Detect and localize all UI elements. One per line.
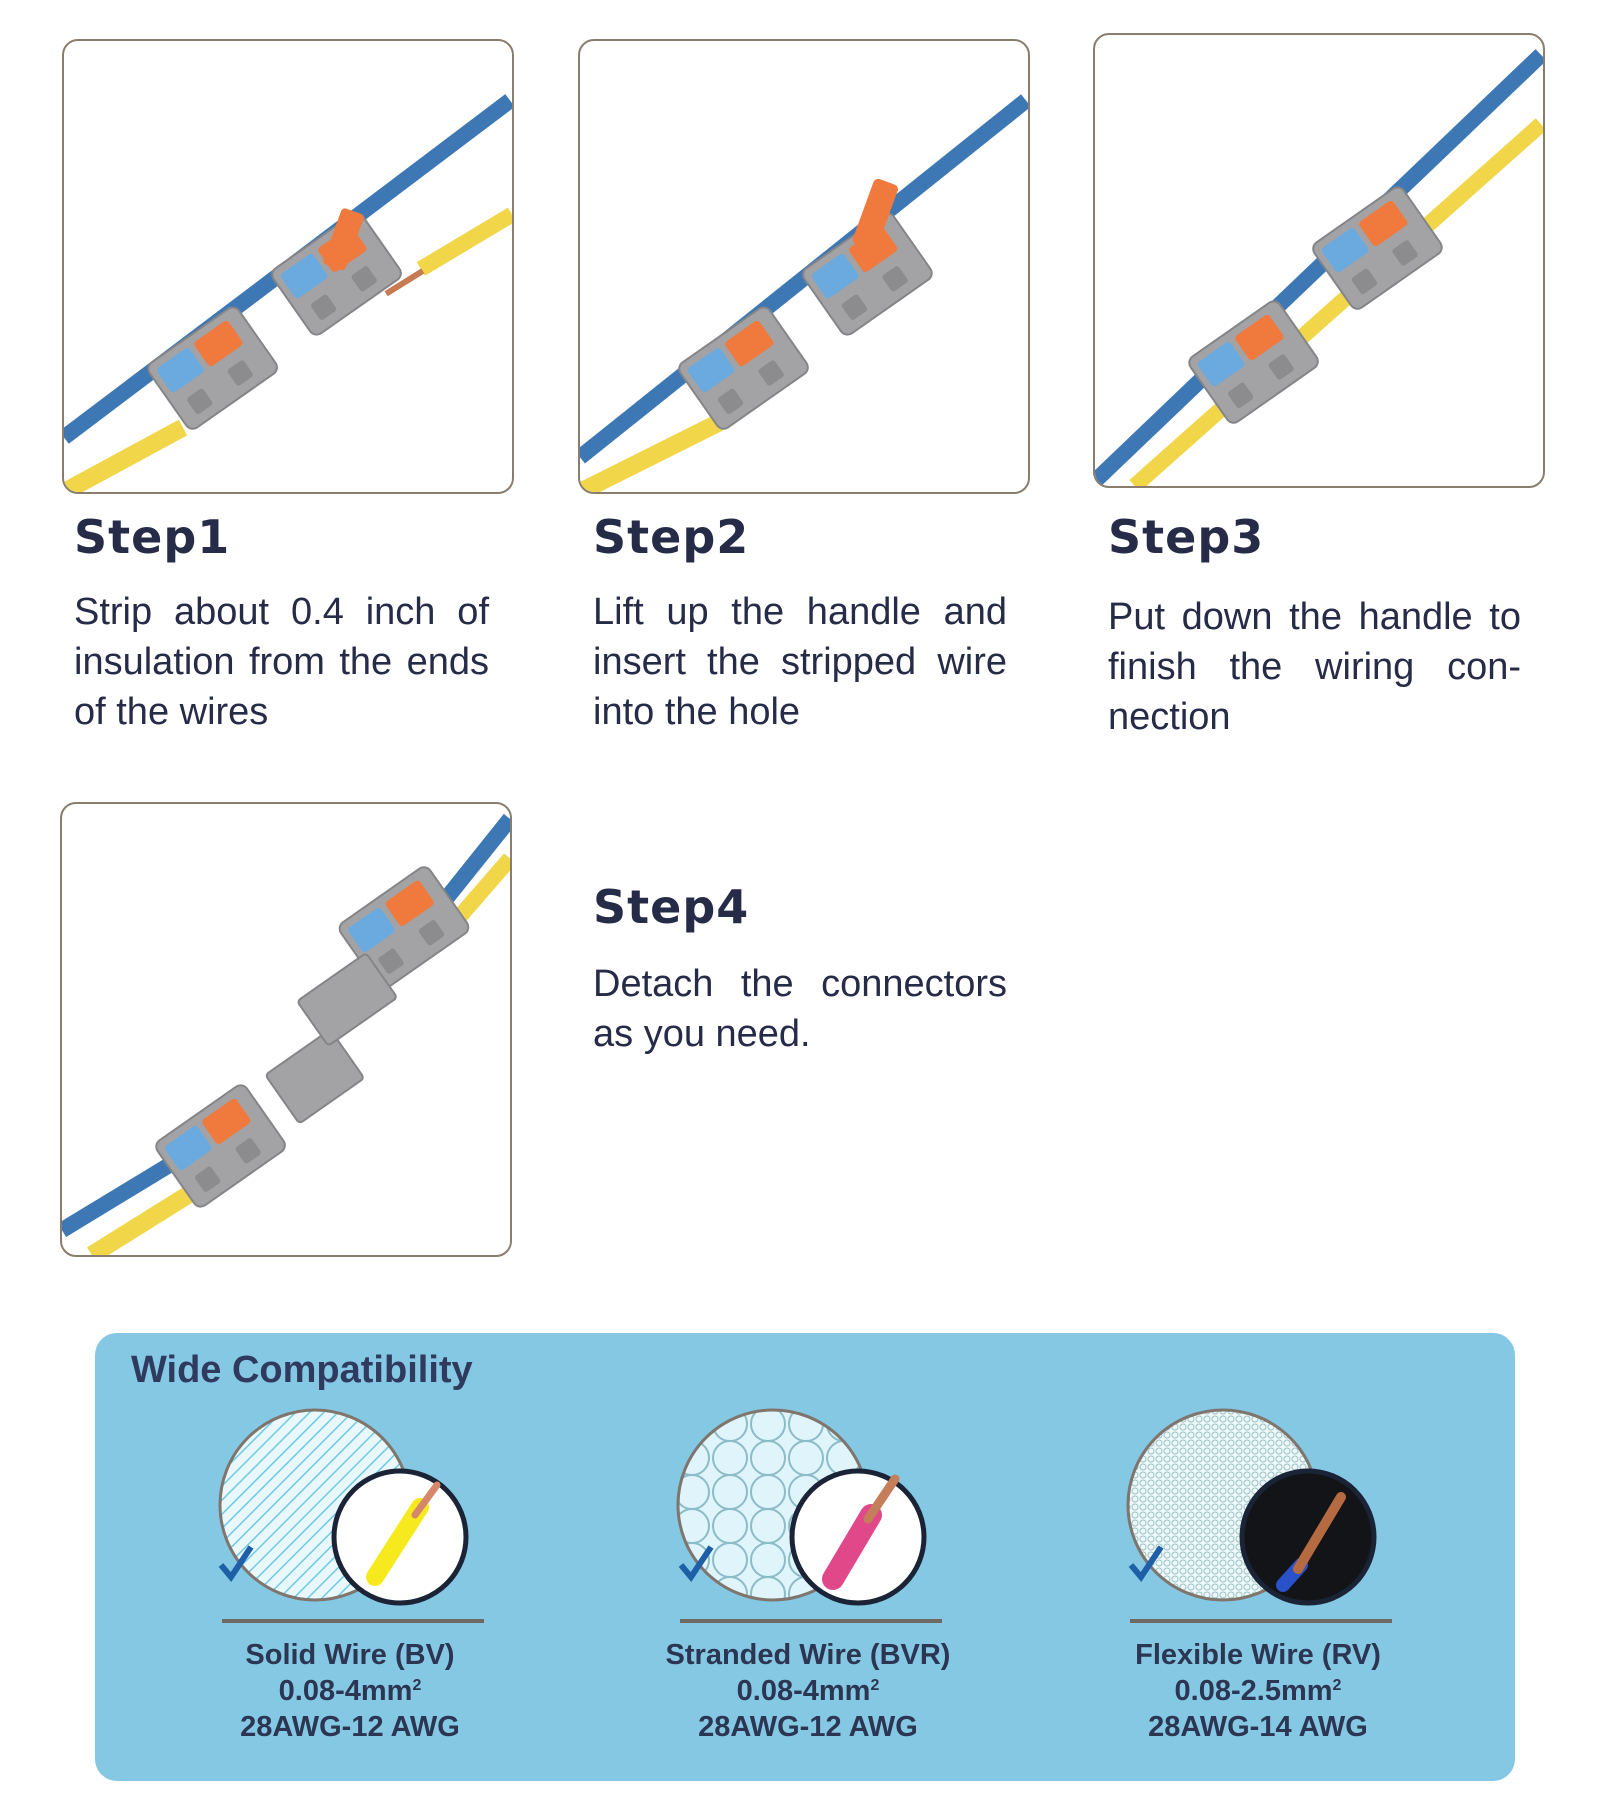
check-icon <box>678 1545 714 1583</box>
wire-name: Flexible Wire (RV) <box>1135 1639 1381 1671</box>
step3-title: Step3 <box>1108 510 1265 564</box>
wire-awg: 28AWG-12 AWG <box>698 1711 918 1743</box>
wire-type-flexible: Flexible Wire (RV) 0.08-2.5mm2 28AWG-14 … <box>1108 1407 1408 1777</box>
step2-title: Step2 <box>593 510 750 564</box>
connector-wires-illustration <box>1095 49 1543 486</box>
step2-image <box>578 39 1030 494</box>
connector-wires-illustration <box>580 94 1028 492</box>
step1-image <box>62 39 514 494</box>
solid-wire-icon <box>218 1408 469 1606</box>
connector-wires-illustration <box>64 94 512 492</box>
wire-range: 0.08-4mm2 <box>736 1675 880 1707</box>
divider <box>680 1619 942 1623</box>
flexible-wire-icon <box>1126 1408 1377 1606</box>
wire-awg: 28AWG-14 AWG <box>1148 1711 1368 1743</box>
step1-description: Strip about 0.4 inch of insulation from … <box>74 591 489 733</box>
compatibility-panel: Wide Compatibility Solid Wire (BV) 0.08-… <box>95 1333 1515 1781</box>
step4-title: Step4 <box>593 880 750 934</box>
wire-name: Solid Wire (BV) <box>245 1639 455 1671</box>
check-icon <box>1128 1545 1164 1583</box>
step4-description: Detach the connectors as you need. <box>593 963 1007 1055</box>
wire-name: Stranded Wire (BVR) <box>665 1639 951 1671</box>
step3-description: Put down the handle to finish the wiring… <box>1108 596 1521 738</box>
step4-image <box>60 802 512 1257</box>
divider <box>1130 1619 1392 1623</box>
divider <box>222 1619 484 1623</box>
wire-range: 0.08-2.5mm2 <box>1174 1675 1342 1707</box>
step3-image <box>1093 33 1545 488</box>
check-icon <box>218 1545 254 1583</box>
step2-description: Lift up the handle and insert the stripp… <box>593 591 1007 733</box>
step1-title: Step1 <box>74 510 231 564</box>
wire-awg: 28AWG-12 AWG <box>240 1711 460 1743</box>
wire-range: 0.08-4mm2 <box>278 1675 422 1707</box>
stranded-wire-icon <box>676 1408 927 1606</box>
wire-type-stranded: Stranded Wire (BVR) 0.08-4mm2 28AWG-12 A… <box>658 1407 958 1777</box>
compatibility-title: Wide Compatibility <box>131 1349 473 1391</box>
wire-type-solid: Solid Wire (BV) 0.08-4mm2 28AWG-12 AWG <box>200 1407 500 1777</box>
detached-connectors-illustration <box>62 813 510 1255</box>
